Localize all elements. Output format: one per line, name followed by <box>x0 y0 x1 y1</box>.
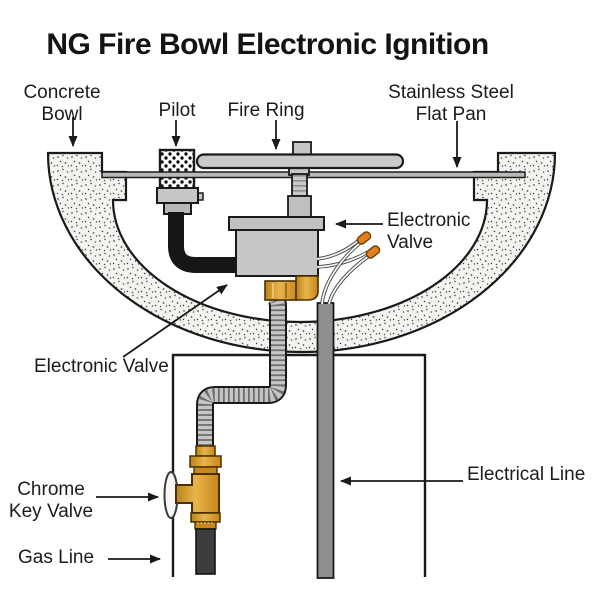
wire-nut <box>365 245 381 259</box>
electronic-valve-graphic <box>228 216 325 277</box>
label-electronic-valve-callout: Electronic Valve <box>387 210 470 254</box>
label-chrome-key-valve: Chrome Key Valve <box>9 479 93 523</box>
label-line: Flat Pan <box>415 104 487 125</box>
label-line: Bowl <box>41 104 83 125</box>
gas-line-graphic <box>195 528 216 575</box>
label-line: Fire Ring <box>227 100 305 121</box>
label-stainless-flat-pan: Stainless Steel Flat Pan <box>388 82 514 126</box>
pilot-graphic <box>156 148 204 215</box>
ignition-wires <box>316 231 381 305</box>
pedestal-outline <box>171 353 427 577</box>
page-title: NG Fire Bowl Electronic Ignition <box>46 28 489 61</box>
label-line: Stainless Steel <box>388 82 514 103</box>
label-line: Concrete <box>23 82 101 103</box>
label-line: Electrical Line <box>467 464 586 485</box>
label-pilot: Pilot <box>159 100 196 122</box>
callout-arrows <box>68 117 463 564</box>
label-electronic-valve-lower: Electronic Valve <box>34 356 169 378</box>
label-line: Key Valve <box>8 501 94 522</box>
flat-pan-graphic <box>101 171 526 179</box>
label-electrical-line: Electrical Line <box>467 464 585 486</box>
pilot-gas-pipe <box>168 212 238 273</box>
fire-ring-graphic <box>195 141 405 218</box>
label-fire-ring: Fire Ring <box>227 100 304 122</box>
label-line: Valve <box>387 232 434 253</box>
label-line: Pilot <box>158 100 196 121</box>
wire-nut <box>356 231 372 245</box>
label-gas-line: Gas Line <box>18 547 94 569</box>
chrome-key-valve-graphic <box>163 445 222 575</box>
label-line: Gas Line <box>18 547 95 568</box>
label-line: Electronic Valve <box>34 356 169 377</box>
electronic-valve-lower-arrow <box>122 284 228 358</box>
flex-gas-hose <box>196 288 287 448</box>
label-concrete-bowl: Concrete Bowl <box>23 82 100 126</box>
concrete-bowl-graphic <box>46 151 557 354</box>
label-line: Electronic <box>387 210 471 231</box>
label-line: Chrome <box>17 479 85 500</box>
brass-elbow-fitting <box>264 275 319 301</box>
electrical-conduit <box>316 302 335 579</box>
